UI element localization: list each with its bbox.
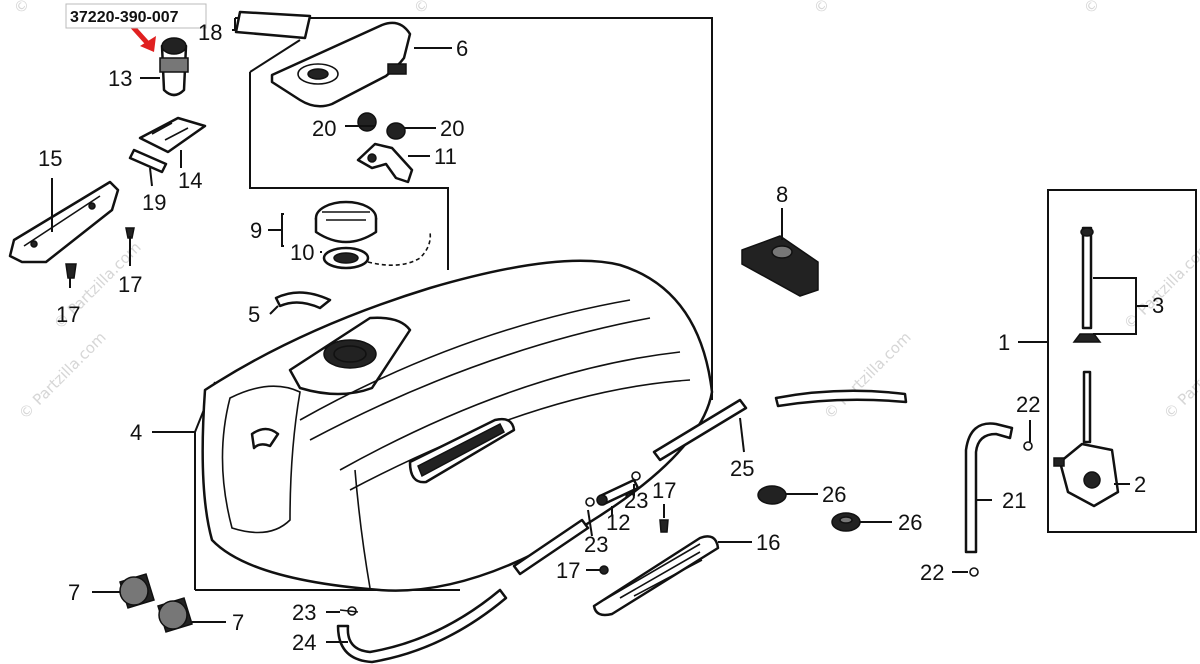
part-number-tag: 37220-390-007: [65, 3, 207, 29]
part-11-bracket: [356, 142, 414, 184]
part-17-bolts: [65, 227, 669, 575]
watermark-text: © Partzilla.com: [810, 0, 905, 18]
callout-10[interactable]: 10: [290, 240, 314, 265]
callout-1[interactable]: 1: [998, 330, 1010, 355]
callout-21[interactable]: 21: [1002, 488, 1026, 513]
highlight-arrow: [129, 23, 156, 52]
callout-5[interactable]: 5: [248, 302, 260, 327]
callout-23-a[interactable]: 23: [624, 488, 648, 513]
part-16-emblem: [592, 535, 720, 617]
part-12-bolt: [596, 478, 640, 506]
callout-24[interactable]: 24: [292, 630, 316, 655]
callout-20-left[interactable]: 20: [312, 116, 336, 141]
callout-17-d[interactable]: 17: [556, 558, 580, 583]
callout-17-a[interactable]: 17: [118, 272, 142, 297]
callout-6[interactable]: 6: [456, 36, 468, 61]
part-19-band: [128, 148, 168, 174]
callout-2[interactable]: 2: [1134, 472, 1146, 497]
part-26-plugs: [757, 485, 861, 532]
watermark-text: © Partzilla.com: [820, 328, 915, 423]
part-7-dampers: [119, 573, 193, 633]
watermark-text: © Partzilla.com: [1080, 0, 1175, 18]
part-3-strainer: [1072, 226, 1102, 343]
callout-17-b[interactable]: 17: [56, 302, 80, 327]
part-23-clips: [339, 471, 641, 616]
callout-25[interactable]: 25: [730, 456, 754, 481]
part-14-clip: [138, 116, 207, 154]
assembly-bracket-lines: [194, 17, 1197, 591]
callout-11[interactable]: 11: [434, 144, 457, 169]
callout-7-left[interactable]: 7: [68, 580, 80, 605]
watermark-text: © Partzilla.com: [410, 0, 505, 18]
callout-19[interactable]: 19: [142, 190, 166, 215]
part-2-fuel-cock: [1053, 370, 1120, 508]
callout-23-b[interactable]: 23: [584, 532, 608, 557]
callout-23-c[interactable]: 23: [292, 600, 316, 625]
callout-3[interactable]: 3: [1152, 293, 1164, 318]
watermark-text: © Partzilla.com: [1160, 328, 1200, 423]
callout-7-right[interactable]: 7: [232, 610, 244, 635]
watermark-text: © Partzilla.com: [15, 328, 110, 423]
callout-22-bottom[interactable]: 22: [920, 560, 944, 585]
part-number-label[interactable]: 37220-390-007: [70, 9, 179, 26]
leader-lines: [51, 29, 1148, 643]
watermark-text: © Partzilla.com: [1120, 238, 1200, 333]
part-5-strap: [274, 291, 332, 310]
callout-22-top[interactable]: 22: [1016, 392, 1040, 417]
callout-labels: 1 2 3 4 5 6 7 7 8 9 10 11 12 13 14 15 16…: [38, 20, 1164, 655]
callout-14[interactable]: 14: [178, 168, 202, 193]
callout-17-c[interactable]: 17: [652, 478, 676, 503]
callout-20-right[interactable]: 20: [440, 116, 464, 141]
callout-26-bottom[interactable]: 26: [898, 510, 922, 535]
part-13-fitting: [159, 37, 189, 97]
part-22-clips: [969, 441, 1033, 577]
part-18-decal: [234, 10, 312, 40]
part-4-fuel-tank: [201, 259, 714, 592]
part-21-fuel-line: [964, 422, 1014, 554]
part-number-box: [65, 3, 207, 29]
part-8-mount-block: [741, 235, 819, 297]
callout-18[interactable]: 18: [198, 20, 222, 45]
part-15-plate: [8, 180, 120, 264]
callout-13[interactable]: 13: [108, 66, 132, 91]
callout-9[interactable]: 9: [250, 218, 262, 243]
part-9-fuel-cap: [314, 200, 378, 244]
callout-4[interactable]: 4: [130, 420, 142, 445]
callout-26-top[interactable]: 26: [822, 482, 846, 507]
callout-12[interactable]: 12: [606, 510, 630, 535]
callout-16[interactable]: 16: [756, 530, 780, 555]
part-24-hose: [336, 588, 508, 664]
part-25-hose: [512, 389, 908, 576]
part-6-cap-cover: [270, 21, 412, 108]
callout-8[interactable]: 8: [776, 182, 788, 207]
part-10-seal-chain: [322, 231, 432, 270]
callout-15[interactable]: 15: [38, 146, 62, 171]
